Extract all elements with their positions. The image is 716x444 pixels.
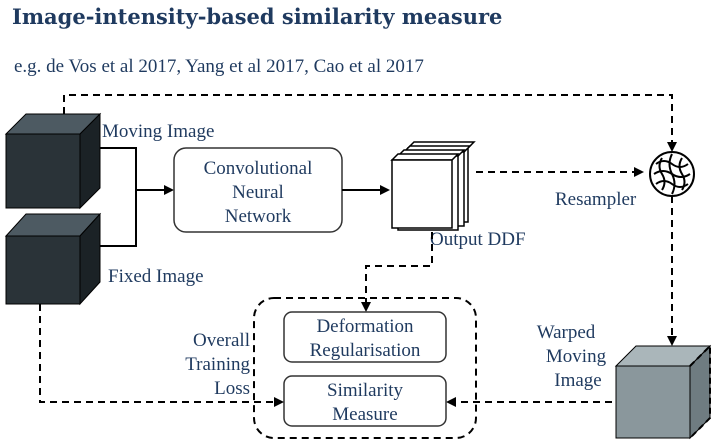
regularisation-label-line2: Regularisation [310, 340, 421, 361]
fixed-to-similarity-arrow [39, 304, 284, 407]
ddf-to-regularisation-arrow [361, 232, 433, 312]
output-ddf-stack [390, 141, 476, 231]
cnn-label-line2: Neural [232, 182, 284, 203]
input-connectors [100, 147, 174, 247]
warped-label-line2: Moving [546, 346, 607, 367]
cnn-label-line3: Network [225, 206, 292, 227]
page-subtitle: e.g. de Vos et al 2017, Yang et al 2017,… [14, 56, 424, 77]
loss-label-line1: Overall [193, 330, 250, 351]
similarity-label-line1: Similarity [327, 380, 404, 401]
regularisation-label-line1: Deformation [316, 316, 414, 337]
regularisation-box [283, 311, 447, 363]
warped-label-line1: Warped [537, 322, 596, 343]
loss-label-line2: Training [185, 354, 250, 375]
fixed-image-label: Fixed Image [108, 266, 204, 287]
resampler-icon [649, 151, 695, 197]
moving-image-cube [4, 112, 102, 210]
output-ddf-label: Output DDF [430, 229, 526, 250]
similarity-box [283, 375, 447, 427]
moving-to-resampler-arrow [63, 94, 677, 152]
page-title: Image-intensity-based similarity measure [12, 4, 502, 29]
warped-image-cube [614, 343, 712, 440]
warped-label-line3: Image [554, 370, 601, 391]
fixed-image-cube [4, 212, 102, 306]
loss-label-line3: Loss [214, 378, 250, 399]
cnn-label-line1: Convolutional [204, 158, 313, 179]
moving-image-label: Moving Image [102, 121, 214, 142]
resampler-label: Resampler [555, 189, 637, 210]
similarity-label-line2: Measure [332, 404, 397, 425]
